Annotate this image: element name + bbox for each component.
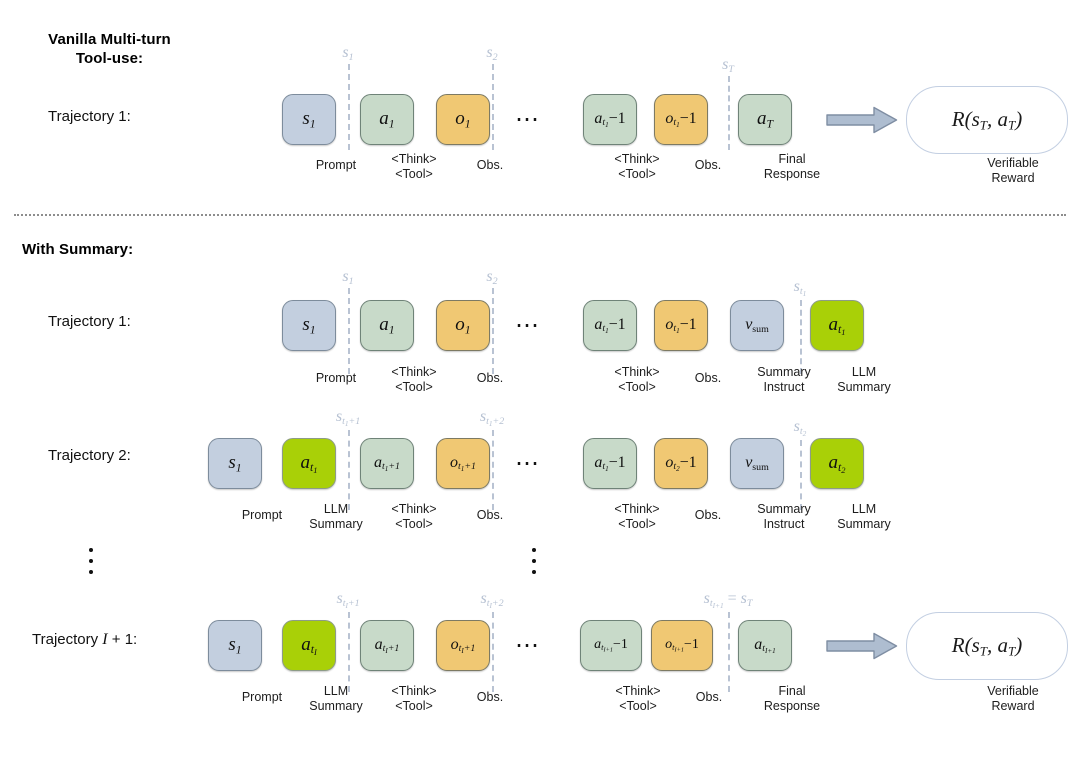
token-box-s1-row4: s1 bbox=[208, 620, 262, 671]
state-label-st1p1-row3: st1+1 bbox=[335, 408, 361, 428]
token-box-s1-row2: s1 bbox=[282, 300, 336, 351]
token-caption-llm-summary-row3: LLM Summary bbox=[309, 502, 363, 531]
token-box-a1-row2: a1 bbox=[360, 300, 414, 351]
horizontal-ellipsis-row2: ⋯ bbox=[515, 313, 542, 339]
state-label-st1-row2: st1 bbox=[793, 278, 807, 298]
token-caption-think-tool-row2-b: <Think> <Tool> bbox=[614, 365, 660, 394]
row-label-summary-trajI: Trajectory I + 1: bbox=[32, 631, 138, 648]
token-caption-prompt-row2: Prompt bbox=[315, 371, 357, 385]
token-box-ot1m1-row2: ot1−1 bbox=[654, 300, 708, 351]
token-box-atIp1-row4: atI+1 bbox=[360, 620, 414, 671]
reward-caption-row1: Verifiable Reward bbox=[987, 156, 1039, 185]
reward-pill-row1: R(sT, aT) bbox=[906, 86, 1068, 154]
token-caption-obs-row1-a: Obs. bbox=[476, 158, 504, 172]
row-label-summary-traj1: Trajectory 1: bbox=[48, 313, 131, 330]
token-box-a1-row1: a1 bbox=[360, 94, 414, 145]
token-box-otI1m1-row4: otI+1−1 bbox=[651, 620, 713, 671]
token-box-aT-row1: aT bbox=[738, 94, 792, 145]
token-caption-think-tool-row2-a: <Think> <Tool> bbox=[391, 365, 437, 394]
vertical-ellipsis-left bbox=[88, 548, 94, 574]
token-caption-final-response-row4: Final Response bbox=[763, 684, 821, 713]
token-box-at2-row3: at2 bbox=[810, 438, 864, 489]
token-caption-think-tool-row4-b: <Think> <Tool> bbox=[615, 684, 661, 713]
horizontal-ellipsis-row4: ⋯ bbox=[515, 633, 542, 659]
token-box-s1-row3: s1 bbox=[208, 438, 262, 489]
state-label-st2-row3: st2 bbox=[793, 418, 807, 438]
token-caption-obs-row1-b: Obs. bbox=[694, 158, 722, 172]
token-box-o1-row1: o1 bbox=[436, 94, 490, 145]
token-caption-obs-row3-a: Obs. bbox=[476, 508, 504, 522]
token-caption-prompt-row1: Prompt bbox=[315, 158, 357, 172]
row-label-summary-traj2: Trajectory 2: bbox=[48, 447, 131, 464]
token-caption-prompt-row4: Prompt bbox=[241, 690, 283, 704]
state-separator-row3-a bbox=[348, 430, 350, 510]
token-box-at1m1-row1: at1−1 bbox=[583, 94, 637, 145]
reward-pill-row4: R(sT, aT) bbox=[906, 612, 1068, 680]
state-separator-row2-a bbox=[348, 288, 350, 374]
token-box-atI1m1-row4: atI+1−1 bbox=[580, 620, 642, 671]
state-label-s1-row1: s1 bbox=[342, 44, 354, 63]
token-caption-obs-row4-b: Obs. bbox=[695, 690, 723, 704]
state-separator-row3-b bbox=[492, 430, 494, 510]
state-label-s2-row2: s2 bbox=[486, 268, 498, 287]
horizontal-ellipsis-row1: ⋯ bbox=[515, 107, 542, 133]
row-label-vanilla-traj1: Trajectory 1: bbox=[48, 108, 131, 125]
token-caption-obs-row4-a: Obs. bbox=[476, 690, 504, 704]
token-box-ot1m1-row1: ot1−1 bbox=[654, 94, 708, 145]
token-caption-think-tool-row4-a: <Think> <Tool> bbox=[391, 684, 437, 713]
token-box-o1-row2: o1 bbox=[436, 300, 490, 351]
state-label-s2-row1: s2 bbox=[486, 44, 498, 63]
token-box-vsum-row2: vsum bbox=[730, 300, 784, 351]
token-box-atI-row4: atI bbox=[282, 620, 336, 671]
vertical-ellipsis-middle bbox=[531, 548, 537, 574]
state-separator-row1-a bbox=[348, 64, 350, 150]
token-box-at1m1-row3: at1−1 bbox=[583, 438, 637, 489]
state-separator-row4-c bbox=[728, 612, 730, 692]
state-label-stI1-eq-sT-row4: stI+1 = sT bbox=[703, 590, 753, 610]
token-box-otIp1-row4: otI+1 bbox=[436, 620, 490, 671]
token-box-ot1p1-row3: ot1+1 bbox=[436, 438, 490, 489]
token-box-at1p1-row3: at1+1 bbox=[360, 438, 414, 489]
token-box-at1m1-row2: at1−1 bbox=[583, 300, 637, 351]
token-caption-llm-summary-row2: LLM Summary bbox=[837, 365, 891, 394]
token-box-vsum-row3: vsum bbox=[730, 438, 784, 489]
section-divider bbox=[14, 214, 1066, 216]
reward-caption-row4: Verifiable Reward bbox=[987, 684, 1039, 713]
state-separator-row1-c bbox=[728, 76, 730, 150]
state-label-stIp1-row4: stI+1 bbox=[336, 590, 360, 610]
state-separator-row1-b bbox=[492, 64, 494, 150]
state-separator-row4-a bbox=[348, 612, 350, 692]
horizontal-ellipsis-row3: ⋯ bbox=[515, 451, 542, 477]
state-separator-row4-b bbox=[492, 612, 494, 692]
token-caption-prompt-row3: Prompt bbox=[241, 508, 283, 522]
token-caption-summary-instruct-row3: Summary Instruct bbox=[757, 502, 811, 531]
section-title-vanilla: Vanilla Multi-turn Tool-use: bbox=[48, 31, 171, 67]
state-label-s1-row2: s1 bbox=[342, 268, 354, 287]
token-caption-llm-summary-row3: LLM Summary bbox=[837, 502, 891, 531]
state-label-stIp2-row4: stI+2 bbox=[480, 590, 504, 610]
token-box-s1-row1: s1 bbox=[282, 94, 336, 145]
token-caption-think-tool-row1-a: <Think> <Tool> bbox=[391, 152, 437, 181]
token-caption-obs-row2-b: Obs. bbox=[694, 371, 722, 385]
token-caption-obs-row2-a: Obs. bbox=[476, 371, 504, 385]
section-title-summary: With Summary: bbox=[22, 241, 134, 258]
token-box-at1-row3: at1 bbox=[282, 438, 336, 489]
token-box-ot2m1-row3: ot2−1 bbox=[654, 438, 708, 489]
state-separator-row2-c bbox=[800, 300, 802, 374]
state-separator-row3-c bbox=[800, 440, 802, 510]
token-caption-summary-instruct-row2: Summary Instruct bbox=[757, 365, 811, 394]
state-label-st1p2-row3: st1+2 bbox=[479, 408, 505, 428]
token-caption-llm-summary-row4: LLM Summary bbox=[309, 684, 363, 713]
reward-arrow-row1 bbox=[826, 106, 898, 134]
token-box-at1-row2: at1 bbox=[810, 300, 864, 351]
state-separator-row2-b bbox=[492, 288, 494, 374]
token-caption-think-tool-row3-b: <Think> <Tool> bbox=[614, 502, 660, 531]
token-caption-obs-row3-b: Obs. bbox=[694, 508, 722, 522]
token-caption-think-tool-row3-a: <Think> <Tool> bbox=[391, 502, 437, 531]
token-box-atI1-row4: atI+1 bbox=[738, 620, 792, 671]
token-caption-final-response-row1: Final Response bbox=[763, 152, 821, 181]
token-caption-think-tool-row1-b: <Think> <Tool> bbox=[614, 152, 660, 181]
reward-arrow-row4 bbox=[826, 632, 898, 660]
state-label-sT-row1: sT bbox=[722, 56, 734, 75]
